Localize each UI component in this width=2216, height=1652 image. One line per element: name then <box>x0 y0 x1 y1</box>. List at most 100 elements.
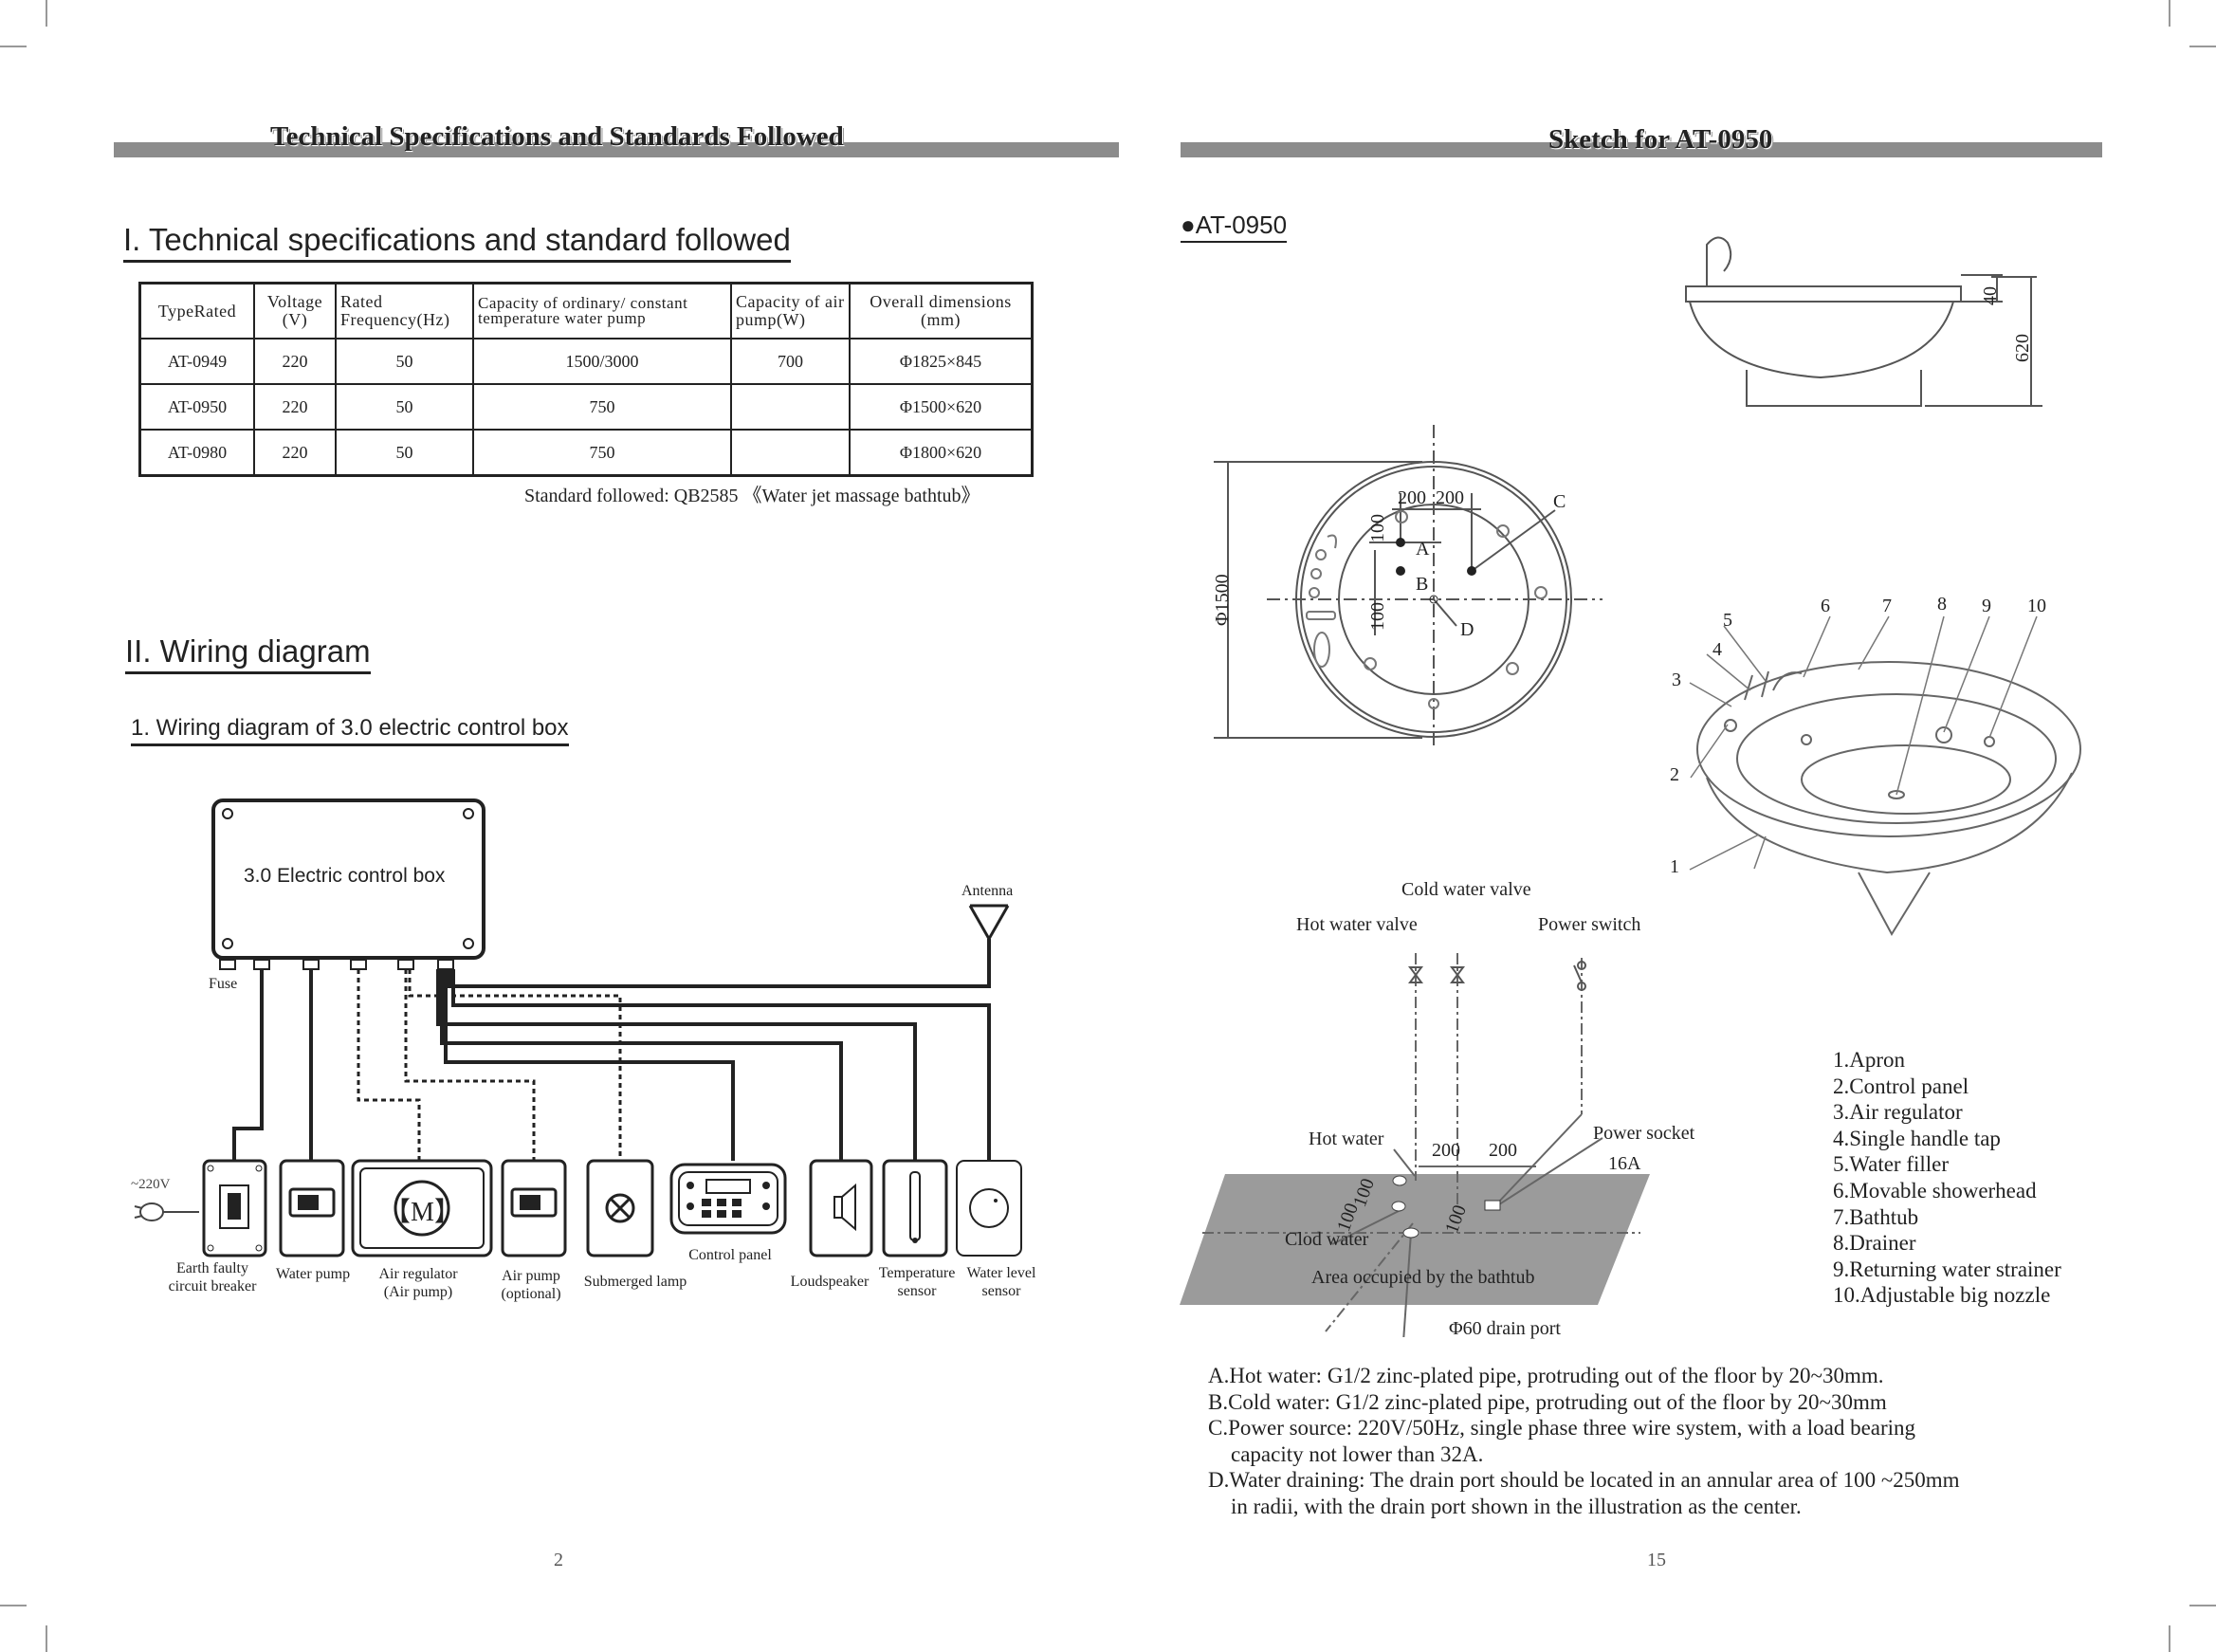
leader <box>1497 1113 1583 1203</box>
note-line: in radii, with the drain port shown in t… <box>1231 1494 1802 1518</box>
leader <box>1689 682 1732 707</box>
component-label: Loudspeaker <box>790 1274 870 1290</box>
section-1-title: I. Technical specifications and standard… <box>123 222 791 263</box>
part-number: 4 <box>1712 639 1722 660</box>
leader <box>1896 615 1945 796</box>
page-number-left: 2 <box>554 1550 563 1570</box>
col-header: TypeRated <box>138 282 255 340</box>
wire-air-regulator <box>357 969 421 1161</box>
cell: AT-0950 <box>138 383 255 431</box>
point-c-label: C <box>1553 491 1566 512</box>
leader <box>1803 615 1831 678</box>
water-level-sensor-icon <box>956 1160 1022 1257</box>
header-bar-right <box>1181 142 2102 157</box>
note-line: A.Hot water: G1/2 zinc-plated pipe, prot… <box>1208 1364 1884 1387</box>
dim-100a: 100 <box>1367 514 1388 542</box>
component-label: Air pump (optional) <box>501 1268 561 1302</box>
list-item: 10.Adjustable big nozzle <box>1833 1283 2051 1308</box>
cell <box>730 383 851 431</box>
leader <box>1943 615 1990 733</box>
list-item: 2.Control panel <box>1833 1074 1969 1098</box>
leader <box>1858 615 1890 670</box>
col-header: Capacity of ordinary/ constant temperatu… <box>472 282 732 340</box>
component-label: Control panel <box>688 1247 772 1263</box>
point-a-label: A <box>1416 539 1430 560</box>
list-item: 8.Drainer <box>1833 1231 1916 1256</box>
tub-base <box>1858 872 1931 937</box>
faucet-icon <box>1706 236 1732 286</box>
header-title-left: Technical Specifications and Standards F… <box>270 121 844 152</box>
knob-icon <box>1309 587 1320 598</box>
jet-icon <box>1496 524 1510 538</box>
leader <box>1988 615 2038 739</box>
crop-mark <box>2189 46 2216 47</box>
table-row: AT-0949 220 50 1500/3000 700 Φ1825×845 <box>138 338 1034 385</box>
wire-antenna <box>448 939 991 988</box>
temperature-sensor-icon <box>882 1159 948 1257</box>
list-item: 1.Apron <box>1833 1048 1906 1072</box>
tub-area <box>1180 1174 1650 1305</box>
connector <box>302 959 320 970</box>
antenna-icon <box>968 905 1010 943</box>
power-socket-label: Power socket <box>1593 1123 1695 1144</box>
air-pump-icon <box>501 1159 567 1257</box>
switch-icon <box>1573 961 1586 991</box>
install-notes: A.Hot water: G1/2 zinc-plated pipe, prot… <box>1208 1363 1960 1520</box>
hot-valve-label: Hot water valve <box>1296 914 1418 935</box>
page-number-right: 15 <box>1647 1550 1666 1570</box>
leader <box>1753 835 1767 870</box>
motor-symbol: 【M】 <box>384 1198 461 1227</box>
component-label: Water level sensor <box>966 1265 1036 1299</box>
note-line: C.Power source: 220V/50Hz, single phase … <box>1208 1416 1916 1441</box>
table-header-row: TypeRated Voltage (V) Rated Frequency(Hz… <box>138 282 1034 340</box>
box-screw <box>222 808 233 819</box>
jet-icon <box>1724 719 1737 732</box>
crop-mark <box>0 1605 27 1606</box>
crop-mark <box>46 0 47 27</box>
air-regulator-icon <box>351 1159 493 1257</box>
part-number: 5 <box>1723 610 1732 631</box>
tub-rim <box>1696 661 2081 837</box>
cold-water-outlet <box>1391 1201 1406 1212</box>
cell: Φ1825×845 <box>849 338 1034 385</box>
wire-water-level <box>451 969 991 1161</box>
section-2-subtitle: 1. Wiring diagram of 3.0 electric contro… <box>131 715 569 746</box>
col-header: Overall dimensions (mm) <box>849 282 1034 340</box>
voltage-label: ~220V <box>131 1177 171 1192</box>
dim-200a: 200 <box>1432 1140 1460 1161</box>
area-label: Area occupied by the bathtub <box>1311 1267 1535 1288</box>
cell: 700 <box>730 338 851 385</box>
part-number: 8 <box>1937 594 1947 615</box>
leader <box>1723 625 1767 682</box>
connector <box>350 959 367 970</box>
hot-water-label: Hot water <box>1309 1129 1384 1149</box>
cell: 50 <box>335 338 474 385</box>
wire-control-panel <box>444 969 735 1161</box>
wire-air-pump <box>404 969 536 1161</box>
tub-inner <box>1338 504 1529 695</box>
controls-icon <box>1306 611 1336 620</box>
col-header: Voltage (V) <box>253 282 337 340</box>
control-panel-icon <box>669 1163 787 1235</box>
table-row: AT-0980 220 50 750 Φ1800×620 <box>138 429 1034 477</box>
part-number: 3 <box>1672 670 1681 690</box>
part-number: 2 <box>1670 764 1679 785</box>
tub-outer <box>1295 461 1572 738</box>
loudspeaker-icon <box>809 1159 873 1257</box>
point-b <box>1396 566 1405 576</box>
jet-icon <box>1506 662 1519 675</box>
cell: 220 <box>253 429 337 477</box>
power-switch-label: Power switch <box>1538 914 1641 935</box>
clod-water-label: Clod water <box>1285 1229 1369 1250</box>
tub-floor <box>1801 744 2011 815</box>
cell: Φ1500×620 <box>849 383 1034 431</box>
spec-table: TypeRated Voltage (V) Rated Frequency(Hz… <box>138 282 1034 477</box>
top-view-drawing <box>1214 425 1602 749</box>
box-screw <box>222 938 233 949</box>
col-header: Rated Frequency(Hz) <box>335 282 474 340</box>
cell: 750 <box>472 383 732 431</box>
tub-apron <box>1706 772 2073 874</box>
valve-icon <box>1408 966 1465 983</box>
hot-water-outlet <box>1392 1175 1407 1186</box>
leader <box>1495 1137 1603 1207</box>
